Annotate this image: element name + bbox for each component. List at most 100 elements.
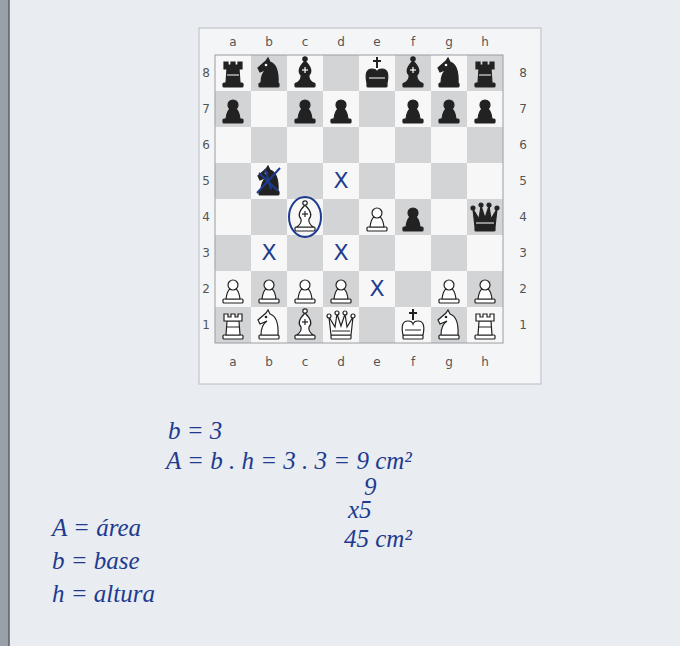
board-square <box>359 55 395 91</box>
board-square <box>251 235 287 271</box>
board-square <box>287 127 323 163</box>
board-square <box>251 199 287 235</box>
black-queen <box>471 203 499 231</box>
paper-edge <box>0 0 9 646</box>
hand-x-mark: X <box>369 278 384 300</box>
white-pawn <box>367 208 387 231</box>
board-square <box>395 271 431 307</box>
black-pawn <box>295 100 315 123</box>
board-square <box>287 55 323 91</box>
handwritten-note: A = b . h = 3 . 3 = 9 cm² <box>166 448 412 473</box>
board-square <box>467 91 503 127</box>
board-square <box>359 271 395 307</box>
rank-coordinate: 4 <box>519 211 527 223</box>
file-coordinate: b <box>265 356 273 368</box>
board-square <box>251 307 287 343</box>
file-coordinate: d <box>337 36 345 48</box>
rank-coordinate: 3 <box>519 247 527 259</box>
rank-coordinate: 8 <box>519 67 527 79</box>
board-square <box>215 307 251 343</box>
board-square <box>287 307 323 343</box>
rank-coordinate: 2 <box>202 283 210 295</box>
board-square <box>467 271 503 307</box>
black-king <box>366 57 388 87</box>
hand-x-mark: X <box>333 242 348 264</box>
black-bishop <box>403 57 423 87</box>
board-square <box>431 127 467 163</box>
white-pawn <box>475 280 495 303</box>
white-queen <box>327 311 355 339</box>
hand-circle <box>289 197 321 237</box>
board-square <box>467 235 503 271</box>
white-knight <box>438 310 459 339</box>
board-square <box>359 199 395 235</box>
black-rook <box>475 62 495 87</box>
black-rook <box>223 62 243 87</box>
chess-pieces <box>223 57 499 339</box>
board-square <box>431 199 467 235</box>
rank-coordinate: 4 <box>202 211 210 223</box>
white-pawn <box>331 280 351 303</box>
white-rook <box>475 314 495 339</box>
black-pawn <box>403 100 423 123</box>
black-pawn <box>475 100 495 123</box>
rank-coordinate: 1 <box>202 319 210 331</box>
handwritten-note: 9 <box>364 474 377 499</box>
board-square <box>287 91 323 127</box>
black-pawn <box>223 100 243 123</box>
board-square <box>215 163 251 199</box>
board-square <box>359 307 395 343</box>
board-square <box>215 127 251 163</box>
board-square <box>431 55 467 91</box>
rank-coordinate: 7 <box>519 103 527 115</box>
rank-coordinate: 3 <box>202 247 210 259</box>
paper-edge-line <box>8 0 10 646</box>
board-square <box>323 55 359 91</box>
board-square <box>287 271 323 307</box>
board-square <box>251 55 287 91</box>
board-square <box>215 235 251 271</box>
white-pawn <box>295 280 315 303</box>
hand-rule <box>346 524 378 525</box>
hand-x-mark: X <box>261 242 276 264</box>
board-square <box>287 235 323 271</box>
board-square <box>323 163 359 199</box>
board-square <box>251 163 287 199</box>
board-square <box>323 199 359 235</box>
board-square <box>323 127 359 163</box>
board-square <box>359 91 395 127</box>
file-coordinate: b <box>265 36 273 48</box>
hand-scribble <box>257 168 280 193</box>
board-square <box>431 271 467 307</box>
board-square <box>359 127 395 163</box>
black-knight <box>258 166 279 195</box>
board-square <box>431 307 467 343</box>
board-square <box>467 127 503 163</box>
white-pawn <box>223 280 243 303</box>
board-square <box>215 55 251 91</box>
black-bishop <box>295 57 315 87</box>
file-coordinate: h <box>481 356 489 368</box>
board-square <box>395 55 431 91</box>
file-coordinate: g <box>445 36 453 48</box>
board-square <box>323 271 359 307</box>
file-coordinate: f <box>411 356 415 368</box>
white-bishop <box>295 201 315 231</box>
rank-coordinate: 8 <box>202 67 210 79</box>
file-coordinate: g <box>445 356 453 368</box>
board-square <box>323 91 359 127</box>
white-knight <box>258 310 279 339</box>
board-square <box>215 91 251 127</box>
board-square <box>395 163 431 199</box>
white-rook <box>223 314 243 339</box>
board-square <box>323 235 359 271</box>
file-coordinate: c <box>302 36 309 48</box>
file-coordinate: c <box>302 356 309 368</box>
handwritten-note: x5 <box>348 497 372 522</box>
board-square <box>323 307 359 343</box>
board-square <box>215 271 251 307</box>
board-square <box>467 163 503 199</box>
board-square <box>467 307 503 343</box>
